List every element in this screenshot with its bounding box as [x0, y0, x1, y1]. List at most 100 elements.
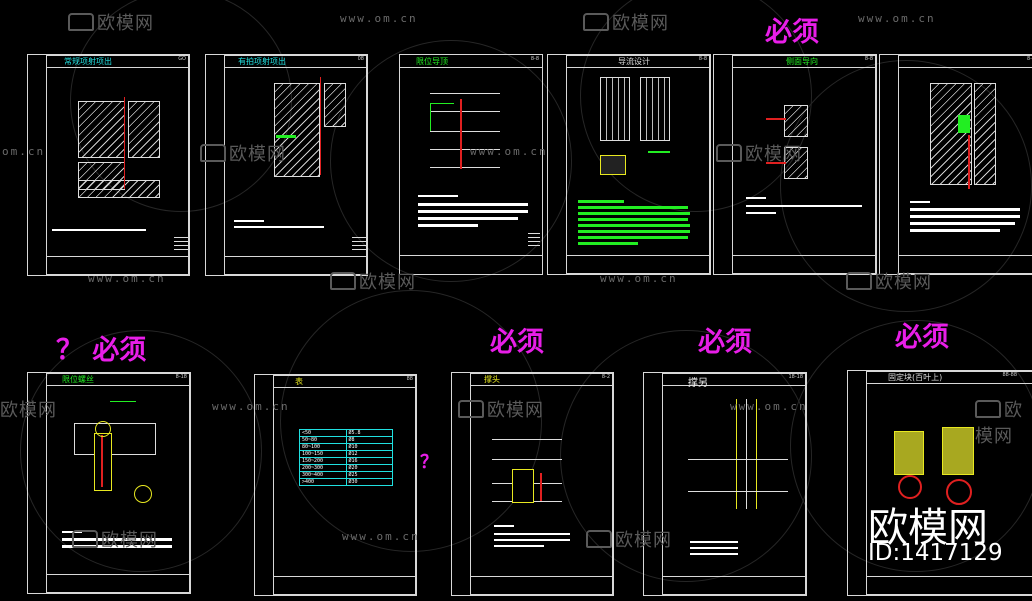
sheet-border [46, 373, 190, 593]
sheet-border [662, 373, 806, 595]
sheet-footer [732, 255, 876, 256]
green-text-line [578, 212, 690, 215]
sheet-footer [224, 256, 367, 257]
ejector-pin [766, 118, 786, 120]
title-block [174, 237, 188, 253]
watermark-brand: 欧模网 [458, 396, 544, 422]
drawing-sheet[interactable]: 固定块(百叶上) 88-88 [847, 370, 1032, 596]
brand-logo-icon [68, 13, 94, 31]
watermark-brand: 欧模网 [0, 400, 57, 421]
insert-block [600, 155, 626, 175]
table-cell: 100~150 [302, 451, 324, 457]
brand-logo-icon [330, 272, 356, 290]
text-line [910, 229, 1000, 232]
brand-logo-icon [458, 400, 484, 418]
text-line [910, 201, 930, 203]
sheet-footer [898, 255, 1032, 256]
text-line [690, 553, 738, 555]
sheet-code: 88 [406, 376, 413, 382]
text-line [746, 212, 776, 214]
text-line [234, 220, 264, 222]
sheet-title: 撑头 [484, 375, 500, 384]
watermark-brand: 欧模网 [330, 268, 416, 294]
table-cell: >400 [302, 479, 315, 485]
plate-outline [74, 423, 156, 455]
text-line [418, 224, 478, 227]
text-line [52, 229, 146, 231]
mold-plate [128, 101, 160, 158]
watermark-brand: 欧模网 [716, 140, 802, 166]
plate-line [492, 459, 562, 460]
watermark-url: www.om.cn [88, 272, 166, 285]
watermark-url: www.om.cn [600, 272, 678, 285]
watermark-brand: 欧模网 [975, 400, 1023, 447]
support-pin [540, 473, 542, 501]
title-bar [273, 375, 416, 388]
table-cell: Ø8 [345, 437, 393, 443]
cooling-channel [600, 77, 630, 141]
mold-plate [274, 83, 320, 177]
watermark-brand: 欧模网 [583, 9, 669, 35]
watermark-brand: 欧模网 [72, 526, 158, 552]
drawing-sheet[interactable]: 导流设计 8-8 [547, 54, 711, 275]
mold-plate [930, 83, 972, 185]
table-cell: Ø30 [345, 479, 393, 485]
sheet-border [866, 371, 1032, 595]
table-cell: 80~100 [302, 444, 321, 450]
sheet-code: 8-8 [864, 56, 873, 62]
table-cell: Ø20 [345, 465, 393, 471]
sheet-title: 常规项射项出 [64, 57, 112, 66]
sheet-code: 18-18 [788, 374, 803, 380]
plate-line [688, 491, 788, 492]
green-text-line [578, 218, 688, 221]
table-row: 50~80 Ø8 [300, 436, 392, 443]
drawing-sheet[interactable]: 限位螺丝 8-18 [27, 372, 191, 594]
table-cell: 200~300 [302, 465, 324, 471]
required-note: 必须 [698, 327, 752, 358]
drawing-sheet[interactable]: 有拍项射项出 08 [205, 54, 368, 276]
fixed-block [942, 427, 974, 475]
watermark-url: www.om.cn [212, 400, 290, 413]
title-bar [732, 55, 876, 68]
ejector-pin [320, 77, 321, 175]
drawing-sheet[interactable]: 侧面导向 8-8 [713, 54, 877, 275]
sheet-footer [400, 255, 542, 256]
screw-axis [101, 435, 103, 487]
brand-logo-icon [716, 144, 742, 162]
text-line [494, 545, 544, 547]
sheet-title: 导流设计 [618, 57, 650, 66]
watermark-circle [280, 290, 542, 552]
table-cell: Ø5.8 [345, 430, 393, 436]
drawing-sheet[interactable]: 8- [879, 54, 1032, 275]
sheet-title: 侧面导向 [786, 57, 818, 66]
cooling-channel [640, 77, 670, 141]
plate-line [430, 111, 500, 112]
green-text-line [578, 242, 638, 245]
table-cell: 50~80 [302, 437, 318, 443]
guide-block [784, 105, 808, 137]
text-line [234, 226, 324, 228]
drawing-sheet[interactable]: 限位导顶 8-8 [399, 54, 543, 275]
brand-logo-icon [72, 530, 98, 548]
sheet-footer [662, 576, 806, 577]
sheet-title: 限位螺丝 [62, 375, 94, 384]
sheet-border [273, 375, 416, 595]
title-bar [224, 55, 367, 68]
green-marker [958, 115, 970, 133]
fixed-block [894, 431, 924, 475]
sheet-footer [470, 576, 613, 577]
sheet-border [470, 373, 613, 595]
drawing-sheet[interactable]: 撑头 8-2 [451, 372, 614, 596]
drawing-sheet[interactable]: 撑另 18-18 [643, 372, 807, 596]
sheet-title: 撑另 [688, 378, 708, 389]
watermark-circle [330, 40, 572, 282]
brand-logo-icon [583, 13, 609, 31]
drawing-sheet[interactable]: 常规项射项出 GO [27, 54, 190, 276]
watermark-brand-large: 欧模网 [868, 505, 988, 551]
text-line [746, 197, 766, 199]
sheet-footer [46, 256, 189, 257]
watermark-circle [790, 320, 1032, 572]
